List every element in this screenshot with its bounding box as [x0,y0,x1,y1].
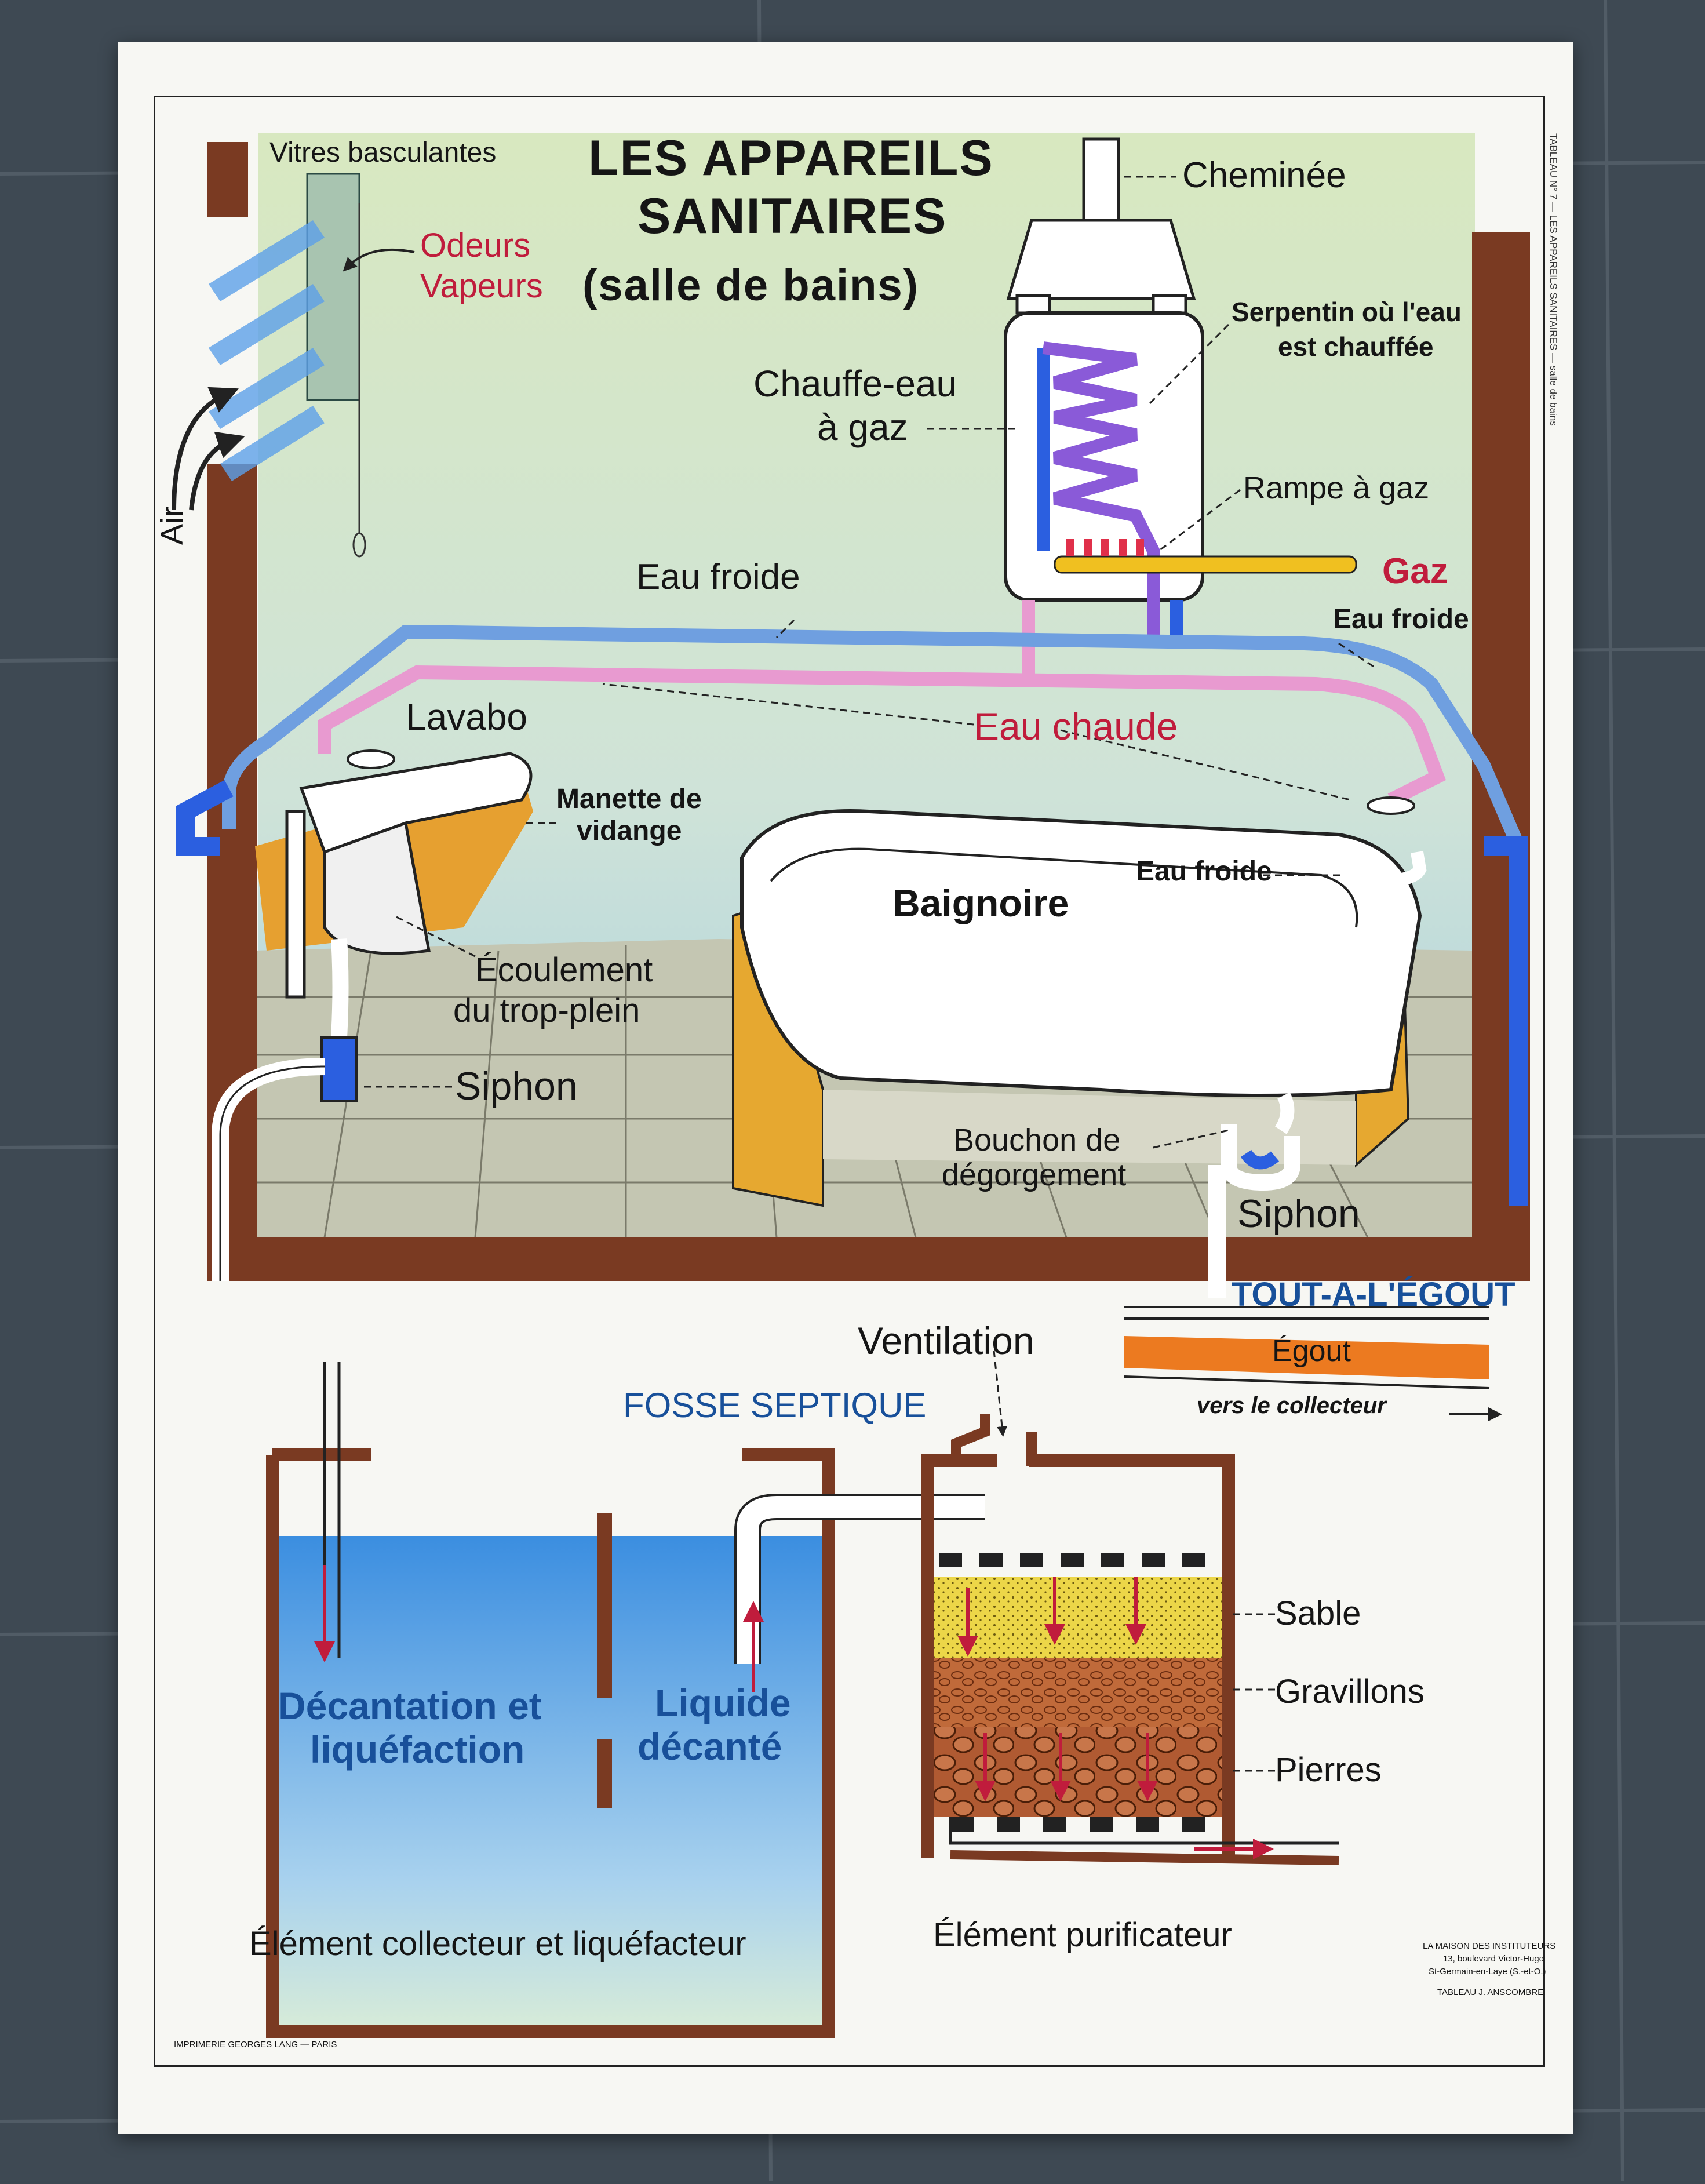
side-caption: TABLEAU N° 7 — LES APPAREILS SANITAIRES … [1548,133,1559,426]
sewer [1124,1306,1502,1421]
air-arrow-2 [189,431,245,511]
label-pierres: Pierres [1275,1751,1382,1789]
label-cheminee: Cheminée [1182,155,1346,195]
label-vers-le-collecteur: vers le collecteur [1197,1393,1386,1418]
label-ecoulement-1: Écoulement [475,951,653,989]
caption-element-purificateur: Élément purificateur [933,1916,1232,1954]
label-bouchon-2: dégorgement [942,1157,1127,1192]
septic-collector-tank [266,1362,985,2038]
label-bouchon-1: Bouchon de [953,1123,1121,1157]
label-eau-froide-right: Eau froide [1333,604,1469,635]
cold-water-riser [1484,836,1528,1206]
credit-tableau: TABLEAU J. ANSCOMBRE [1437,1988,1544,1997]
credit-maison-2: 13, boulevard Victor-Hugo [1443,1954,1544,1964]
label-gaz: Gaz [1382,551,1448,591]
label-lavabo: Lavabo [406,696,527,738]
bathtub [732,796,1427,1298]
label-tout-a-l-egout: TOUT-A-L'ÉGOUT [1232,1276,1515,1313]
label-eau-chaude: Eau chaude [974,705,1178,748]
label-rampe: Rampe à gaz [1243,471,1430,505]
poster-title-line3: (salle de bains) [582,261,920,310]
label-manette-1: Manette de [556,784,702,814]
label-air: Air [155,507,190,545]
label-decantation-1: Décantation et [278,1684,542,1727]
left-wall-top [207,142,248,217]
septic-purifier-tank [921,1350,1339,1865]
label-odeurs: Odeurs [420,227,531,264]
cold-water-lavabo-drop [176,780,234,856]
label-siphon-right: Siphon [1237,1192,1360,1236]
poster-title-line1: LES APPAREILS [588,130,994,186]
label-serpentin-1: Serpentin où l'eau [1232,297,1462,327]
label-liquide: Liquide [655,1681,791,1724]
label-gravillons: Gravillons [1275,1673,1425,1710]
label-decantation-2: liquéfaction [310,1728,525,1771]
label-egout: Égout [1272,1334,1351,1368]
poster-frame [154,96,1545,2067]
label-sable: Sable [1275,1595,1361,1632]
credit-maison-3: St-Germain-en-Laye (S.-et-O.) [1429,1967,1546,1976]
caption-element-collecteur: Élément collecteur et liquéfacteur [249,1925,746,1963]
label-chauffe-eau-1: Chauffe-eau [753,363,957,405]
label-siphon-left: Siphon [455,1064,578,1108]
label-vitres: Vitres basculantes [269,137,497,168]
label-serpentin-2: est chauffée [1278,332,1434,362]
lavabo-basin [212,749,533,1281]
label-vapeurs: Vapeurs [420,267,543,305]
label-eau-froide-bath: Eau froide [1136,856,1272,887]
credit-imprimerie: IMPRIMERIE GEORGES LANG — PARIS [174,2040,337,2050]
label-chauffe-eau-2: à gaz [817,406,908,448]
floor-edge [207,1237,1482,1281]
label-ecoulement-2: du trop-plein [453,992,640,1029]
poster-title-line2: SANITAIRES [637,188,948,244]
cold-water-pipe [222,624,1525,1206]
label-fosse-septique: FOSSE SEPTIQUE [623,1386,927,1425]
label-baignoire: Baignoire [892,882,1069,924]
air-arrow [172,387,239,511]
label-eau-froide-top: Eau froide [636,557,800,597]
odeurs-arrow [343,248,415,272]
credit-maison-1: LA MAISON DES INSTITUTEURS [1423,1941,1556,1951]
label-decante: décanté [637,1725,782,1768]
leader-lines [359,176,1374,1772]
gas-water-heater [1004,137,1357,681]
hot-water-pipe [318,665,1447,806]
label-ventilation: Ventilation [858,1319,1034,1362]
label-manette-2: vidange [577,816,682,846]
